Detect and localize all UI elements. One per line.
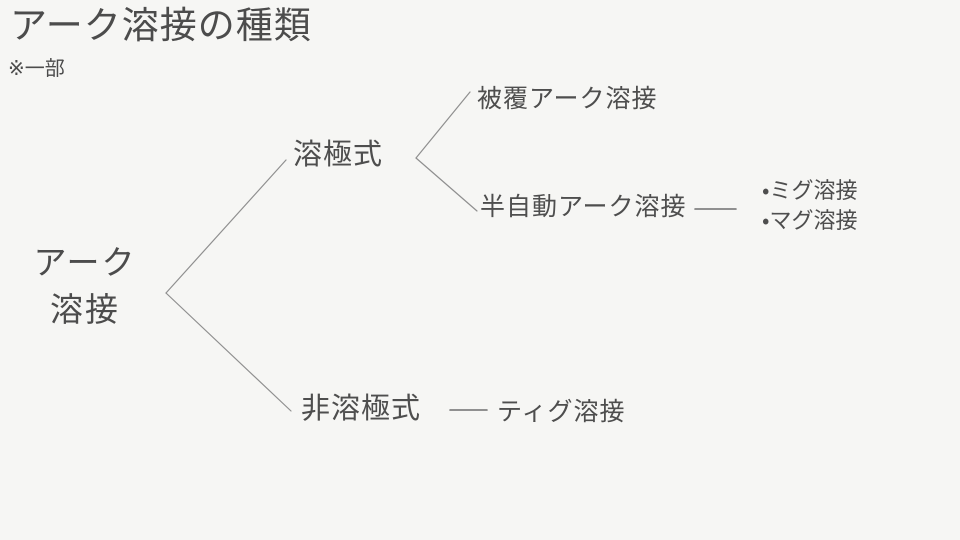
node-root-line1: アーク xyxy=(33,244,137,281)
sublist-semi-automatic: ・ミグ溶接 ・マグ溶接 xyxy=(762,176,857,236)
page-note: ※一部 xyxy=(8,58,65,80)
node-shielded-metal-arc-welding: 被覆アーク溶接 xyxy=(477,85,658,113)
node-consumable-electrode: 溶極式 xyxy=(293,139,384,171)
connector-root-to-branch1 xyxy=(165,159,287,294)
connector-branch1-to-leaf2 xyxy=(415,157,478,212)
node-semi-automatic-arc-welding: 半自動アーク溶接 xyxy=(480,193,687,221)
node-tig-welding: ティグ溶接 xyxy=(497,398,626,426)
sublist-item-mag: ・マグ溶接 xyxy=(762,208,858,233)
node-root: アーク 溶接 xyxy=(20,240,150,334)
connector-root-to-branch2 xyxy=(165,292,292,412)
page-title: アーク溶接の種類 xyxy=(10,5,312,46)
sublist-item-mig: ・ミグ溶接 xyxy=(762,178,858,203)
connector-branch1-to-leaf1 xyxy=(415,91,471,159)
node-non-consumable-electrode: 非溶極式 xyxy=(301,393,422,425)
node-root-line2: 溶接 xyxy=(50,290,120,328)
